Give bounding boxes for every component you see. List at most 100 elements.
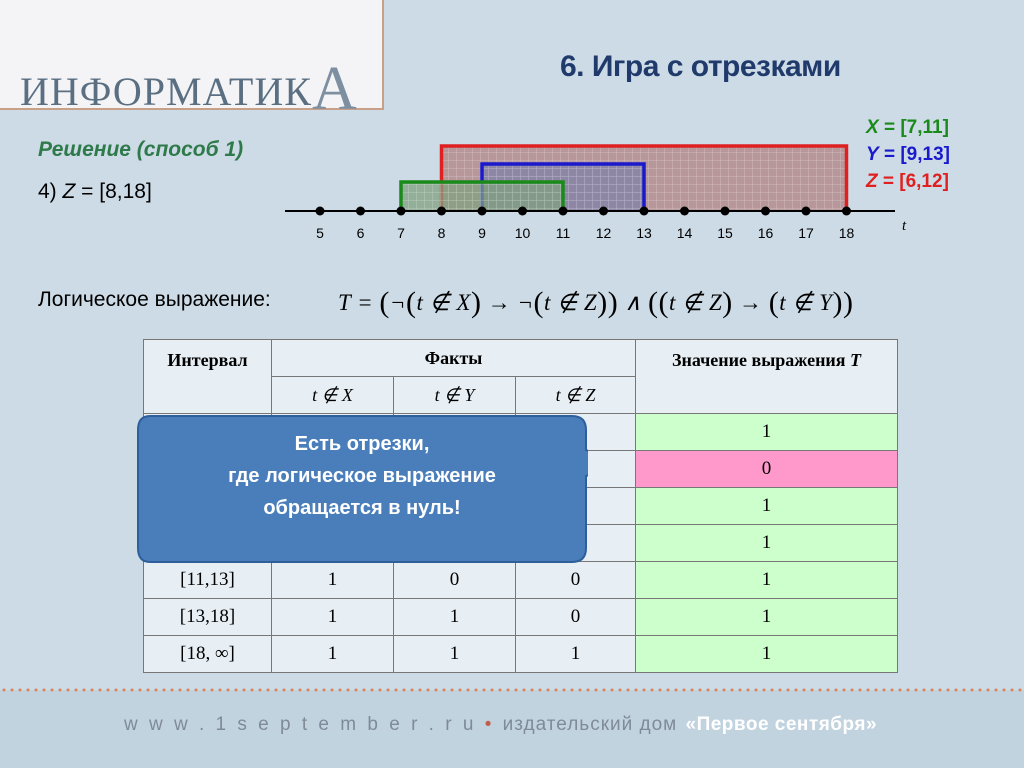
formula-term: t ∉ Z [543, 290, 598, 315]
formula-term: t ∉ Z [669, 290, 723, 315]
formula-implies: → [481, 290, 518, 315]
callout-line: где логическое выражение [228, 465, 496, 487]
axis-point [356, 206, 365, 216]
table-row: [18, ∞] 1 1 1 1 [143, 635, 898, 673]
formula-paren: ( [405, 286, 417, 319]
formula-not: ¬ [517, 290, 534, 315]
formula-term: t ∉ X [416, 290, 471, 315]
segment-legend: X = [7,11] Y = [9,13] Z = [6,12] [866, 114, 950, 195]
axis-point [477, 206, 487, 216]
value-cell: 1 [635, 598, 898, 636]
axis-variable-label: t [902, 218, 907, 234]
axis-point [680, 206, 689, 216]
logo-panel: ИНФОРМАТИКА [0, 0, 384, 123]
formula-lhs: T [338, 290, 351, 315]
tick-label: 6 [357, 225, 365, 241]
legend-z-text: = [6,12] [877, 171, 949, 192]
subheader-x: t ∉ X [271, 376, 394, 414]
formula-implies: → [732, 290, 769, 315]
z-value: = [8,18] [75, 180, 152, 203]
formula-paren: ) [842, 286, 854, 319]
callout-text: Есть отрезки, где логическое выражение о… [138, 428, 586, 524]
footer-bar [0, 690, 1024, 768]
formula-paren: ( [379, 286, 390, 319]
legend-x-text: = [7,11] [878, 117, 949, 138]
segment-outline-x [399, 180, 565, 211]
footer-bullet: • [484, 714, 495, 735]
table-row: [13,18] 1 1 0 1 [143, 598, 898, 636]
axis-point [801, 206, 811, 216]
tick-label: 12 [596, 225, 612, 241]
callout-line: Есть отрезки, [294, 433, 430, 455]
fact-z-cell: 0 [515, 561, 636, 599]
formula-paren: ( [658, 286, 670, 319]
header-facts: Факты [271, 339, 636, 377]
axis-point [761, 206, 770, 216]
value-cell: 1 [635, 413, 898, 451]
callout-shape [137, 415, 588, 563]
callout-line: обращается в нуль! [263, 497, 461, 519]
logo-main-text: ИНФОРМАТИК [20, 69, 312, 114]
legend-x-var: X [866, 117, 879, 138]
axis-point [842, 206, 851, 216]
interval-cell: [11,13] [143, 561, 272, 599]
fact-y-cell: 1 [393, 598, 516, 636]
z-variable: Z [62, 180, 76, 203]
solution-heading: Решение (способ 1) [38, 138, 244, 161]
tick-label: 5 [316, 225, 324, 241]
segment-outline-z [439, 144, 849, 211]
axis-point [639, 206, 649, 216]
fact-y-cell: 0 [393, 561, 516, 599]
slide-title: 6. Игра с отрезками [560, 50, 841, 83]
formula-not: ¬ [389, 290, 406, 315]
formula-paren: ) [607, 286, 619, 319]
axis-point [599, 206, 608, 216]
formula-paren: ( [533, 286, 544, 319]
legend-y: Y = [9,13] [866, 141, 950, 168]
formula-paren: ) [722, 286, 733, 319]
fact-z-cell: 1 [515, 635, 636, 673]
axis-point [558, 206, 568, 216]
formula-paren: ( [768, 286, 780, 319]
axis-point [720, 206, 730, 216]
footer-text: w w w . 1 s e p t e m b e r . r u • изда… [124, 714, 877, 736]
tick-label: 15 [717, 225, 733, 241]
tick-label: 16 [758, 225, 774, 241]
interval-cell: [18, ∞] [143, 635, 272, 673]
z-definition: 4) Z = [8,18] [38, 180, 152, 204]
tick-label: 17 [798, 225, 814, 241]
footer-site-link[interactable]: w w w . 1 s e p t e m b e r . r u [124, 714, 477, 735]
value-cell: 1 [635, 524, 898, 562]
tick-label: 7 [397, 225, 405, 241]
subheader-y: t ∉ Y [393, 376, 516, 414]
logic-expression-label: Логическое выражение: [38, 288, 271, 311]
tick-label: 8 [438, 225, 446, 241]
callout-bubble [137, 415, 588, 563]
logo: ИНФОРМАТИКА [20, 50, 358, 123]
segment-grid-x [401, 182, 563, 211]
tick-label: 9 [478, 225, 486, 241]
footer-brand: «Первое сентября» [685, 714, 878, 735]
axis-point [518, 206, 527, 216]
formula-paren: ( [648, 286, 659, 319]
formula-and: ∧ [618, 290, 649, 315]
formula-paren: ) [832, 286, 843, 319]
value-cell: 1 [635, 561, 898, 599]
value-cell: 1 [635, 635, 898, 673]
tick-label: 13 [636, 225, 652, 241]
formula-eq: = [350, 290, 380, 315]
value-cell: 1 [635, 487, 898, 525]
legend-z-var: Z [866, 171, 878, 192]
interval-cell: [13,18] [143, 598, 272, 636]
footer-dotted-divider [0, 688, 1024, 692]
legend-x: X = [7,11] [866, 114, 950, 141]
axis-point [437, 206, 446, 216]
z-prefix: 4) [38, 180, 63, 203]
header-interval: Интервал [143, 339, 272, 414]
axis-point [315, 206, 325, 216]
fact-x-cell: 1 [271, 635, 394, 673]
fact-x-cell: 1 [271, 598, 394, 636]
footer-publisher: издательский дом [502, 714, 678, 735]
formula-paren: ) [597, 286, 608, 319]
